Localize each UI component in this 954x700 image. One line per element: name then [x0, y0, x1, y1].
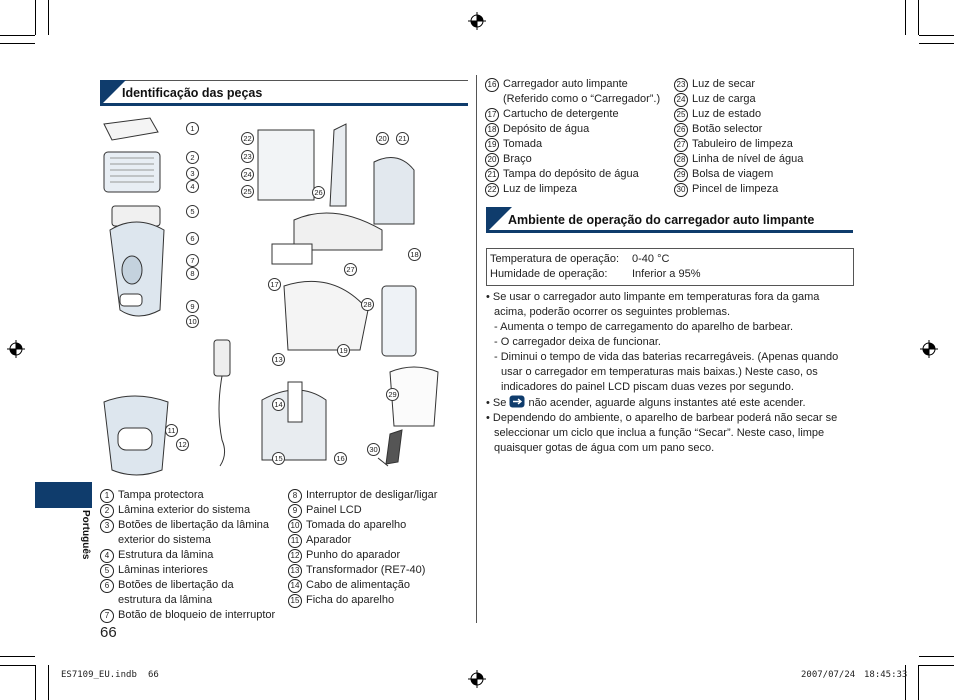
callout-7: 7	[186, 254, 199, 267]
callout-26: 26	[312, 186, 325, 199]
operating-environment-table: Temperatura de operação:0-40 °C Humidade…	[486, 248, 854, 286]
callout-20: 20	[376, 132, 389, 145]
callout-19: 19	[337, 344, 350, 357]
callout-15: 15	[272, 452, 285, 465]
table-row: Humidade de operação:Inferior a 95%	[487, 267, 853, 282]
shaver-parts-illustration	[98, 110, 468, 480]
column-divider	[476, 75, 477, 623]
callout-25: 25	[241, 185, 254, 198]
notes: • Se usar o carregador auto limpante em …	[486, 290, 851, 456]
callout-23: 23	[241, 150, 254, 163]
callout-21: 21	[396, 132, 409, 145]
callout-16: 16	[334, 452, 347, 465]
callout-12: 12	[176, 438, 189, 451]
charger-heading: Ambiente de operação do carregador auto …	[486, 207, 853, 233]
callout-10: 10	[186, 315, 199, 328]
callout-29: 29	[386, 388, 399, 401]
page-number: 66	[100, 624, 117, 641]
callout-1: 1	[186, 122, 199, 135]
footer-page: 66	[148, 670, 159, 680]
callout-27: 27	[344, 263, 357, 276]
callout-17: 17	[268, 278, 281, 291]
callout-6: 6	[186, 232, 199, 245]
footer-date: 2007/07/24	[801, 670, 855, 680]
note-subitem: - O carregador deixa de funcionar.	[486, 335, 851, 350]
callout-28: 28	[361, 298, 374, 311]
callout-24: 24	[241, 168, 254, 181]
footer-time: 18:45:33	[864, 670, 907, 680]
registration-mark-icon	[468, 670, 486, 688]
callout-5: 5	[186, 205, 199, 218]
note-subitem: - Aumenta o tempo de carregamento do apa…	[486, 320, 851, 335]
footer-file: ES7109_EU.indb	[61, 670, 137, 680]
registration-mark-icon	[7, 340, 25, 358]
callout-2: 2	[186, 151, 199, 164]
callout-30: 30	[367, 443, 380, 456]
parts-heading: Identificação das peças	[100, 80, 468, 106]
callout-13: 13	[272, 353, 285, 366]
callout-18: 18	[408, 248, 421, 261]
table-row: Temperatura de operação:0-40 °C	[487, 252, 853, 267]
callout-14: 14	[272, 398, 285, 411]
status-light-icon	[509, 395, 525, 408]
callout-4: 4	[186, 180, 199, 193]
callout-8: 8	[186, 267, 199, 280]
note-item: • Se usar o carregador auto limpante em …	[486, 290, 851, 320]
callout-22: 22	[241, 132, 254, 145]
note-subitem: - Diminui o tempo de vida das baterias r…	[486, 350, 851, 395]
callout-11: 11	[165, 424, 178, 437]
callout-3: 3	[186, 167, 199, 180]
note-item: • Dependendo do ambiente, o aparelho de …	[486, 411, 851, 456]
registration-mark-icon	[920, 340, 938, 358]
registration-mark-icon	[468, 12, 486, 30]
language-label: Português	[80, 510, 91, 559]
language-side-tab	[35, 482, 92, 508]
callout-9: 9	[186, 300, 199, 313]
note-item: • Se não acender, aguarde alguns instant…	[486, 395, 851, 411]
